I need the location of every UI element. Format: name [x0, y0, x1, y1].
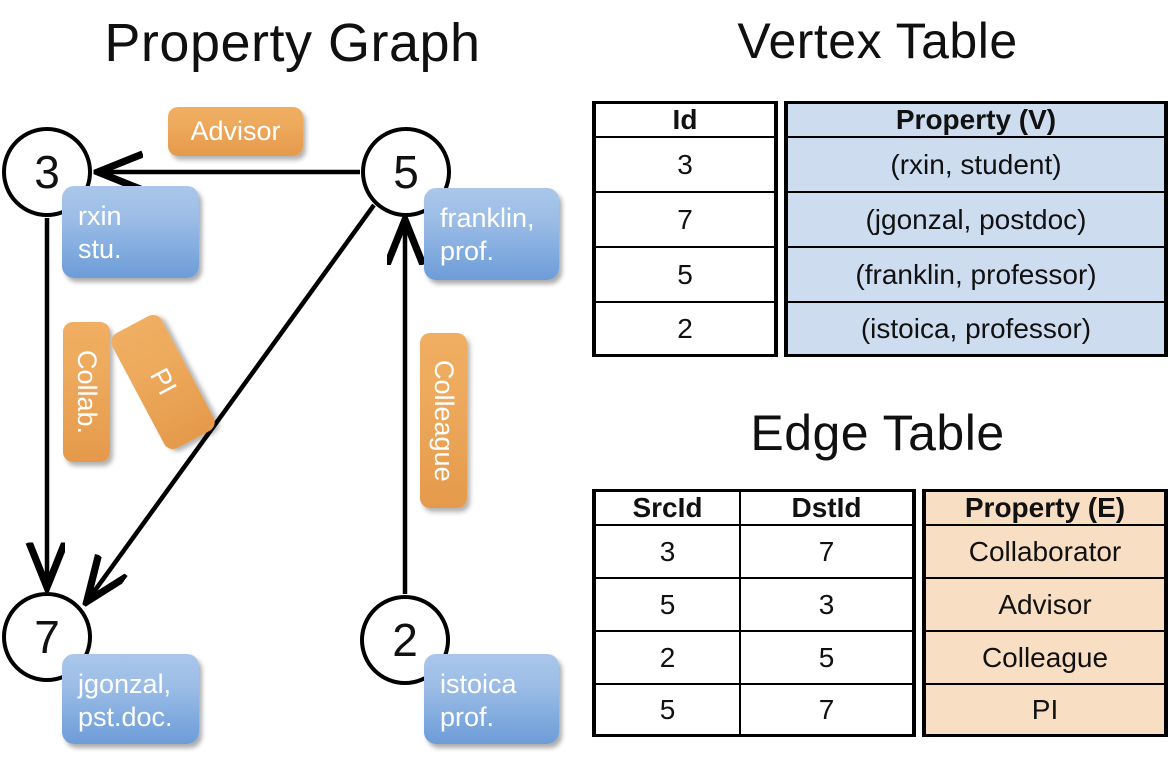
edge-table: SrcId DstId Property (E) 3 7 Collaborato… [592, 489, 1168, 737]
edge-row-1-dstid: 3 [740, 578, 916, 631]
edge-row-2-dstid: 5 [740, 631, 916, 684]
edge-row-3-srcid: 5 [592, 684, 740, 737]
edge-label-pi-text: PI [144, 363, 183, 401]
vertex-property-box-5-line-2: prof. [440, 236, 495, 266]
vertex-table-header-property: Property (V) [784, 101, 1168, 137]
vertex-table-header-id: Id [592, 101, 778, 137]
edge-table-header-property: Property (E) [922, 489, 1168, 525]
vertex-table-row[interactable]: 2 (istoica, professor) [592, 302, 1168, 357]
vertex-table: Id Property (V) 3 (rxin, student) 7 (jgo… [592, 101, 1168, 357]
vertex-row-0-gap [778, 137, 784, 192]
graph-node-2[interactable]: 2 [360, 595, 450, 685]
vertex-property-box-2-line-2: prof. [440, 702, 495, 732]
vertex-property-box-2[interactable]: istoica prof. [424, 654, 559, 744]
edge-table-header-dstid: DstId [740, 489, 916, 525]
vertex-property-box-7-line-2: pst.doc. [78, 702, 173, 732]
edge-row-0-dstid: 7 [740, 525, 916, 578]
vertex-row-3-gap [778, 302, 784, 357]
vertex-row-0-id: 3 [592, 137, 778, 192]
vertex-row-3-id: 2 [592, 302, 778, 357]
vertex-row-2-property: (franklin, professor) [784, 247, 1168, 302]
vertex-row-1-id: 7 [592, 192, 778, 247]
graph-node-3-label: 3 [34, 146, 60, 198]
graph-node-5-label: 5 [393, 146, 419, 198]
section-title-vertex-table: Vertex Table [737, 13, 1018, 69]
edge-row-1-gap [916, 578, 922, 631]
edge-row-1-property: Advisor [922, 578, 1168, 631]
graph-node-7-label: 7 [34, 611, 60, 663]
edge-label-colleague[interactable]: Colleague [420, 333, 467, 508]
edge-row-2-srcid: 2 [592, 631, 740, 684]
edge-row-3-dstid: 7 [740, 684, 916, 737]
edge-label-collab[interactable]: Collab. [63, 322, 110, 462]
edge-row-0-property: Collaborator [922, 525, 1168, 578]
graph-node-5[interactable]: 5 [361, 127, 451, 217]
graph-node-2-label: 2 [392, 614, 418, 666]
edge-table-column-gap [916, 489, 922, 525]
vertex-table-header-row: Id Property (V) [592, 101, 1168, 137]
edge-row-1-srcid: 5 [592, 578, 740, 631]
edge-table-row[interactable]: 3 7 Collaborator [592, 525, 1168, 578]
vertex-row-1-gap [778, 192, 784, 247]
edge-row-2-gap [916, 631, 922, 684]
vertex-property-box-3-line-1: rxin [78, 201, 122, 231]
vertex-row-2-gap [778, 247, 784, 302]
vertex-row-3-property: (istoica, professor) [784, 302, 1168, 357]
edge-table-header-srcid: SrcId [592, 489, 740, 525]
vertex-property-box-5-line-1: franklin, [440, 203, 535, 233]
edge-table-row[interactable]: 2 5 Colleague [592, 631, 1168, 684]
vertex-row-0-property: (rxin, student) [784, 137, 1168, 192]
edge-table-header-row: SrcId DstId Property (E) [592, 489, 1168, 525]
vertex-table-column-gap [778, 101, 784, 137]
property-graph-diagram: 3 5 7 2 rxin stu. franklin, prof. jgonza… [2, 107, 559, 744]
edge-row-3-gap [916, 684, 922, 737]
vertex-table-row[interactable]: 3 (rxin, student) [592, 137, 1168, 192]
edge-table-row[interactable]: 5 3 Advisor [592, 578, 1168, 631]
vertex-property-box-3[interactable]: rxin stu. [62, 186, 199, 278]
edge-label-collab-text: Collab. [72, 349, 102, 435]
vertex-property-box-2-line-1: istoica [440, 669, 517, 699]
edge-row-0-srcid: 3 [592, 525, 740, 578]
edge-row-3-property: PI [922, 684, 1168, 737]
edge-row-0-gap [916, 525, 922, 578]
vertex-property-box-7-line-1: jgonzal, [78, 669, 172, 699]
page-title-property-graph: Property Graph [104, 13, 481, 73]
vertex-row-1-property: (jgonzal, postdoc) [784, 192, 1168, 247]
vertex-property-box-5[interactable]: franklin, prof. [424, 188, 559, 280]
edge-label-colleague-text: Colleague [429, 359, 459, 482]
edge-label-pi[interactable]: PI [107, 311, 219, 453]
section-title-edge-table: Edge Table [750, 405, 1005, 461]
edge-row-2-property: Colleague [922, 631, 1168, 684]
vertex-property-box-7[interactable]: jgonzal, pst.doc. [62, 654, 199, 744]
vertex-table-row[interactable]: 7 (jgonzal, postdoc) [592, 192, 1168, 247]
vertex-table-row[interactable]: 5 (franklin, professor) [592, 247, 1168, 302]
edge-label-advisor-text: Advisor [190, 116, 281, 146]
vertex-property-box-3-line-2: stu. [78, 234, 122, 264]
edge-label-advisor[interactable]: Advisor [168, 107, 303, 156]
vertex-row-2-id: 5 [592, 247, 778, 302]
edge-table-row[interactable]: 5 7 PI [592, 684, 1168, 737]
